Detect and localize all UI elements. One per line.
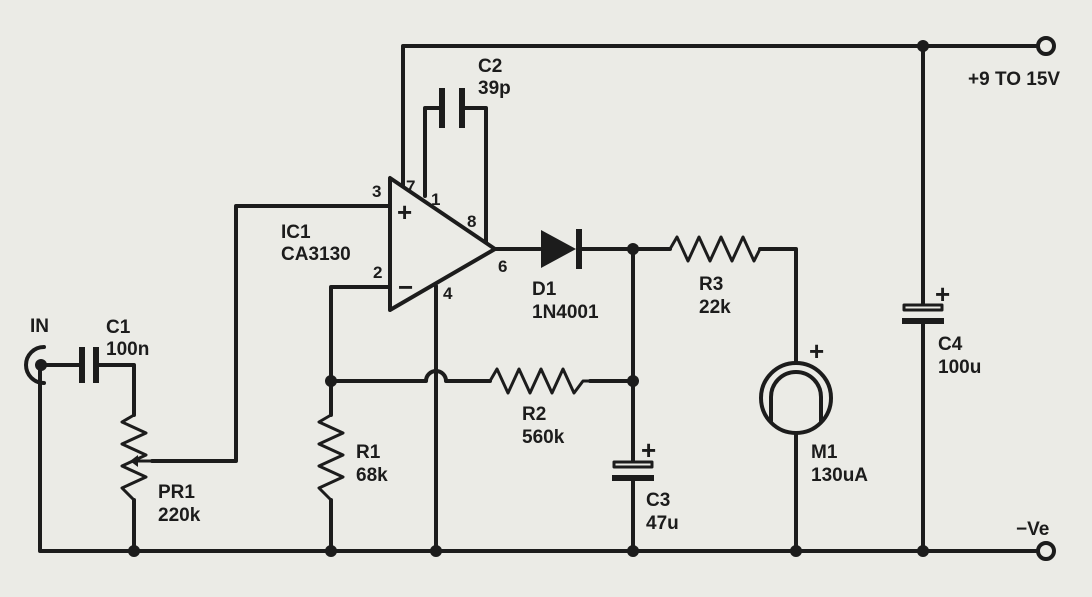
c1-ref: C1 <box>106 317 131 338</box>
ic1-pin6-label: 6 <box>498 257 507 276</box>
r1-ref: R1 <box>356 442 381 463</box>
capacitor-c2 <box>439 88 465 128</box>
m1-ref: M1 <box>811 442 838 463</box>
ic1-pin4-label: 4 <box>443 284 453 303</box>
junction-dot <box>917 545 929 557</box>
meter-m1: + <box>759 336 833 435</box>
supply-positive-label: +9 TO 15V <box>968 69 1060 90</box>
wire-c2-left <box>423 106 442 198</box>
ic1-pin2-label: 2 <box>373 263 382 282</box>
c3-ref: C3 <box>646 490 670 511</box>
junctions <box>128 40 929 557</box>
jack-outer-icon <box>24 345 46 385</box>
c4-ref: C4 <box>938 334 963 355</box>
resistor-r2 <box>488 367 592 395</box>
pr1-value: 220k <box>158 505 201 526</box>
c1-value: 100n <box>106 339 149 360</box>
junction-dot <box>627 243 639 255</box>
resistor-r1 <box>317 413 345 502</box>
d1-ref: D1 <box>532 279 557 300</box>
wire-pin2 <box>329 285 392 417</box>
ic1-plus-sign: + <box>397 197 412 227</box>
r3-ref: R3 <box>699 274 723 295</box>
positive-terminal <box>1036 36 1056 56</box>
r2-value: 560k <box>522 427 565 448</box>
m1-value: 130uA <box>811 465 868 486</box>
c2-value: 39p <box>478 78 511 99</box>
capacitor-c1 <box>79 347 99 383</box>
r3-value: 22k <box>699 297 731 318</box>
r2-ref: R2 <box>522 404 546 425</box>
junction-dot <box>325 545 337 557</box>
junction-dot <box>430 545 442 557</box>
supply-negative-label: −Ve <box>1016 519 1049 540</box>
ic1-pin3-label: 3 <box>372 182 381 201</box>
meter-scale-icon <box>769 370 823 423</box>
jack-inner-icon <box>35 359 47 371</box>
opamp-ic1: + − <box>388 176 497 312</box>
junction-dot <box>790 545 802 557</box>
ic1-ref: IC1 <box>281 222 311 243</box>
positive-rail <box>401 44 1038 192</box>
ic1-minus-sign: − <box>398 272 413 302</box>
wire-wiper-pin3 <box>150 204 392 463</box>
c2-ref: C2 <box>478 56 502 77</box>
ic1-pin1-label: 1 <box>431 190 440 209</box>
input-label: IN <box>30 316 49 337</box>
ic1-value: CA3130 <box>281 244 351 265</box>
wiring <box>38 44 1038 553</box>
junction-dot <box>627 545 639 557</box>
wire-node-r2 <box>329 369 492 383</box>
junction-dot <box>325 375 337 387</box>
ic1-pin8-label: 8 <box>467 212 476 231</box>
wire-c1-pr1 <box>94 363 136 417</box>
ic1-pin7-label: 7 <box>406 177 415 196</box>
capacitor-c4: + <box>902 279 950 324</box>
junction-dot <box>627 375 639 387</box>
pr1-ref: PR1 <box>158 482 195 503</box>
capacitor-c3: + <box>612 435 656 481</box>
diode-d1 <box>541 229 582 269</box>
wire-r3-m1 <box>758 247 798 365</box>
c4-value: 100u <box>938 357 981 378</box>
ground-rail <box>38 368 1038 553</box>
r1-value: 68k <box>356 465 388 486</box>
negative-terminal <box>1036 541 1056 561</box>
resistor-r3 <box>668 235 762 263</box>
c3-value: 47u <box>646 513 679 534</box>
wire-c2-right <box>462 106 488 244</box>
c4-plus-sign: + <box>935 279 950 309</box>
c3-plus-sign: + <box>641 435 656 465</box>
input-jack <box>24 345 47 385</box>
potentiometer-pr1 <box>120 413 154 502</box>
junction-dot <box>128 545 140 557</box>
junction-dot <box>917 40 929 52</box>
d1-value: 1N4001 <box>532 302 599 323</box>
m1-plus-sign: + <box>809 336 824 366</box>
